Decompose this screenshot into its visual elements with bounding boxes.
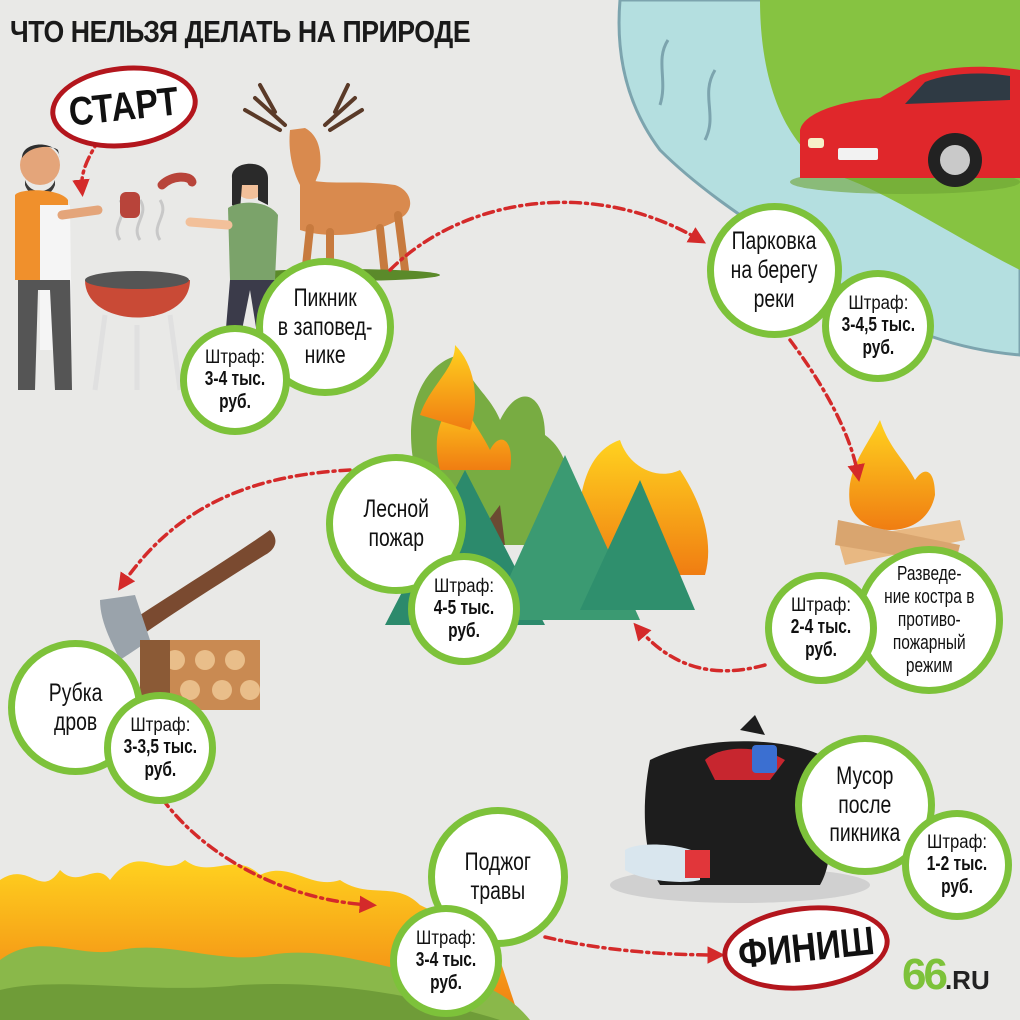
step-campfire-line: режим [905,654,953,677]
step-grass-fire-fine: Штраф:3-4 тыс.руб. [390,905,502,1017]
step-trash-line: после [838,790,892,819]
arrow-grass-to-finish [543,935,725,964]
arrow-woodcutting-to-grass [148,778,377,914]
route-arrows [72,136,865,964]
arrow-picnic-to-parking [388,200,707,272]
step-trash-fine: Штраф:1-2 тыс.руб. [902,810,1012,920]
step-forest-fire-fine: Штраф:4-5 тыс.руб. [408,553,520,665]
step-trash-line: пикника [829,819,901,848]
step-trash-line: Мусор [836,761,894,790]
fine-unit: руб. [862,336,894,359]
step-grass-fire-line: травы [470,877,526,905]
step-woodcutting-line: Рубка [48,678,103,707]
car-icon [790,66,1020,194]
fine-text: Штраф:3-4 тыс.руб. [412,928,481,994]
fine-label: Штраф: [129,714,190,736]
start-label: СТАРТ [67,78,181,135]
fine-unit: руб. [941,875,973,898]
fine-amount: 2-4 тыс. [790,616,852,639]
grass-fire-icon [0,860,530,1020]
fine-text: Штраф:3-4 тыс.руб. [201,347,270,413]
step-forest-fire-line: Лесной [363,495,429,524]
fine-amount: 3-4 тыс. [415,949,477,972]
fine-text: Штраф:4-5 тыс.руб. [430,576,499,642]
man-grilling-icon [15,144,103,390]
fine-text: Штраф:2-4 тыс.руб. [787,595,856,661]
site-logo[interactable]: 66 .RU [902,950,990,1000]
step-picnic-line: Пикник [293,283,357,312]
step-picnic-fine: Штраф:3-4 тыс.руб. [180,325,290,435]
step-picnic-line: нике [304,341,346,370]
trash-bag-icon [610,715,870,903]
fine-text: Штраф:3-4,5 тыс.руб. [836,293,919,359]
step-campfire-line: Разведе- [896,562,962,585]
fine-amount: 4-5 тыс. [433,597,495,620]
fine-label: Штраф: [204,346,265,368]
page-title: ЧТО НЕЛЬЗЯ ДЕЛАТЬ НА ПРИРОДЕ [10,14,471,49]
step-parking-line: на берегу [731,256,818,285]
step-parking-fine: Штраф:3-4,5 тыс.руб. [822,270,934,382]
fine-unit: руб. [144,758,176,781]
arrow-campfire-to-forest [633,622,767,673]
fine-label: Штраф: [433,575,494,597]
step-woodcutting-line: дров [53,707,98,736]
campfire-icon [835,420,965,565]
fine-amount: 3-3,5 тыс. [123,736,197,759]
fine-unit: руб. [430,971,462,994]
step-grass-fire-line: Поджог [464,848,532,877]
fine-amount: 3-4,5 тыс. [841,314,915,337]
finish-label: ФИНИШ [735,918,877,977]
fine-unit: руб. [805,638,837,661]
fine-label: Штраф: [790,594,851,616]
fine-text: Штраф:3-3,5 тыс.руб. [118,715,201,781]
step-woodcutting-fine: Штраф:3-3,5 тыс.руб. [104,692,216,804]
fine-amount: 1-2 тыс. [926,853,988,876]
step-campfire-line: противо- [897,608,961,631]
step-picnic-line: в заповед- [277,312,373,341]
step-campfire-line: пожарный [892,631,966,654]
step-parking-line: Парковка [732,227,817,256]
fine-text: Штраф:1-2 тыс.руб. [923,832,992,898]
arrow-parking-to-campfire [788,338,865,482]
grill-icon [85,172,197,391]
fine-label: Штраф: [926,831,987,853]
step-forest-fire-line: пожар [368,524,424,552]
logo-number: 66 [902,950,948,999]
step-parking-line: реки [754,284,795,313]
arrow-forest-to-woodcutting [118,468,352,591]
fine-label: Штраф: [847,292,908,314]
step-campfire-line: ние костра в [883,585,975,608]
step-campfire-fine: Штраф:2-4 тыс.руб. [765,572,877,684]
fine-amount: 3-4 тыс. [204,368,266,391]
fine-unit: руб. [219,390,251,413]
logo-domain: .RU [944,965,990,995]
fine-unit: руб. [448,619,480,642]
fine-label: Штраф: [415,927,476,949]
